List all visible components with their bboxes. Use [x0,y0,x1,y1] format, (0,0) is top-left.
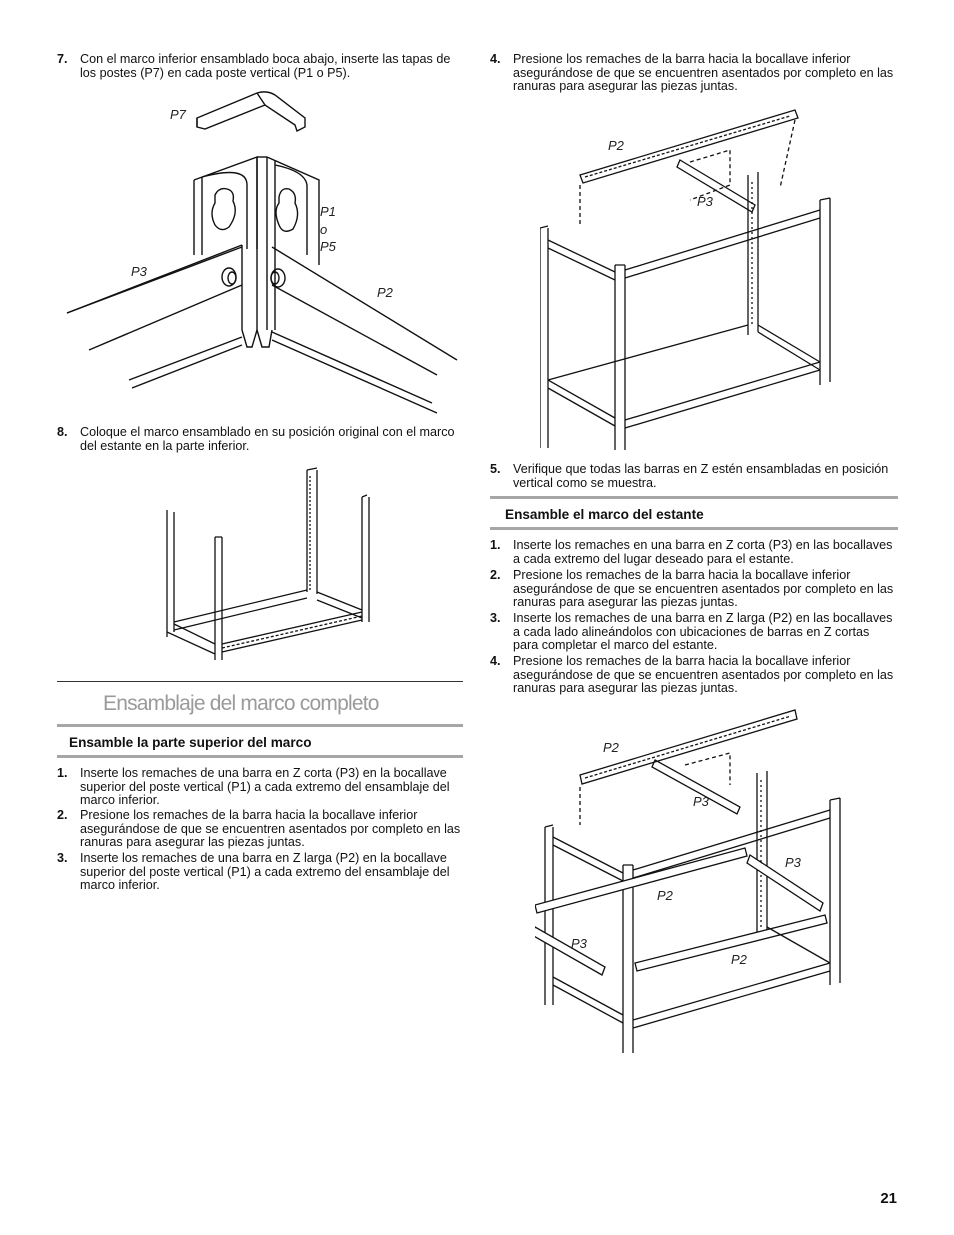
subheading-rule-top [490,496,898,499]
shelf-frame-figure: P2 P3 P3 P2 P3 P2 [535,709,841,1053]
step-text: Presione los remaches de la barra hacia … [80,808,461,849]
label-p2: P2 [377,285,394,300]
step-number: 2. [490,568,501,582]
step-number: 1. [490,538,501,552]
label-p5: P5 [320,239,337,254]
label-p3: P3 [131,264,148,279]
step-number: 8. [57,425,68,439]
top-frame-figure: P2 P3 [540,109,831,450]
label-p3: P3 [697,194,714,209]
step-number: 4. [490,654,501,668]
label-p3-left: P3 [571,936,588,951]
post-cap-figure: P7 P1 o P5 P3 P2 [66,91,458,414]
label-p7: P7 [170,107,187,122]
step-text: Con el marco inferior ensamblado boca ab… [80,52,451,80]
step-number: 7. [57,52,68,66]
step-text: Inserte los remaches de una barra en Z l… [80,851,450,892]
step-number: 1. [57,766,68,780]
step-number: 2. [57,808,68,822]
subheading: Ensamble la parte superior del marco [69,735,312,750]
step-number: 3. [490,611,501,625]
section-divider [57,681,463,682]
step-5: 5. Verifique que todas las barras en Z e… [490,462,898,490]
step-text: Verifique que todas las barras en Z esté… [513,462,889,490]
step-number: 3. [57,851,68,865]
step-text: Presione los remaches de la barra hacia … [513,568,894,609]
step-1: 1. Inserte los remaches de una barra en … [57,766,463,808]
subheading-rule-top [57,724,463,727]
shelf-step-3: 3. Inserte los remaches de una barra en … [490,611,898,653]
step-text: Inserte los remaches de una barra en Z c… [80,766,450,807]
step-text: Coloque el marco ensamblado en su posici… [80,425,455,453]
subheading-rule-bottom [490,527,898,530]
step-number: 4. [490,52,501,66]
label-p2: P2 [608,138,625,153]
label-p2-middle: P2 [657,888,674,903]
step-text: Presione los remaches de la barra hacia … [513,52,894,93]
label-o: o [320,222,327,237]
step-text: Inserte los remaches en una barra en Z c… [513,538,893,566]
shelf-step-1: 1. Inserte los remaches en una barra en … [490,538,898,566]
step-7: 7. Con el marco inferior ensamblado boca… [57,52,463,80]
step-3: 3. Inserte los remaches de una barra en … [57,851,463,893]
shelf-step-2: 2. Presione los remaches de la barra hac… [490,568,898,610]
subheading: Ensamble el marco del estante [505,507,704,522]
shelf-step-4: 4. Presione los remaches de la barra hac… [490,654,898,696]
step-text: Presione los remaches de la barra hacia … [513,654,894,695]
step-4-top: 4. Presione los remaches de la barra hac… [490,52,898,94]
label-p3-right: P3 [785,855,802,870]
step-2: 2. Presione los remaches de la barra hac… [57,808,463,850]
page-number: 21 [880,1190,897,1207]
label-p2-bottom: P2 [731,952,748,967]
step-number: 5. [490,462,501,476]
label-p1: P1 [320,204,336,219]
section-title: Ensamblaje del marco completo [103,692,379,715]
label-p3-top: P3 [693,794,710,809]
label-p2-top: P2 [603,740,620,755]
step-text: Inserte los remaches de una barra en Z l… [513,611,893,652]
step-8: 8. Coloque el marco ensamblado en su pos… [57,425,463,453]
frame-upright-figure [166,467,370,660]
subheading-rule-bottom [57,755,463,758]
